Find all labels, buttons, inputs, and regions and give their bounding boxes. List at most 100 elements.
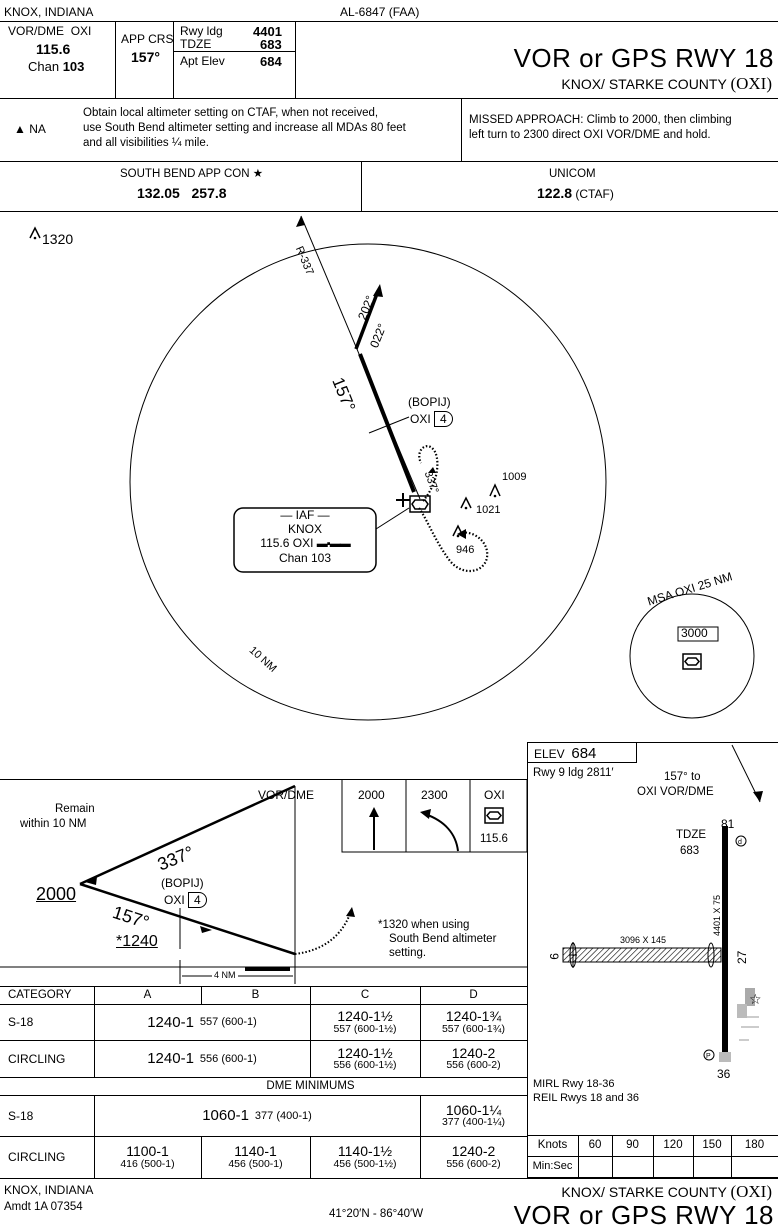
unicom-label: UNICOM xyxy=(549,168,596,180)
min-h2 xyxy=(0,1040,527,1041)
range-ring xyxy=(129,243,607,721)
knots-v5 xyxy=(731,1135,732,1178)
building-2 xyxy=(737,1004,747,1018)
footer-location: KNOX, INDIANA xyxy=(4,1183,94,1197)
category-header: CATEGORY xyxy=(8,989,72,1001)
building-1 xyxy=(745,988,755,1006)
nav-divider-2 xyxy=(173,21,174,98)
footer-coords: 41°20′N - 86°40′W xyxy=(329,1208,424,1220)
min-h3b xyxy=(94,1095,527,1096)
elev-label: ELEV 684 xyxy=(534,745,597,762)
apron-lines xyxy=(737,1016,759,1041)
profile-vordme: VOR/DME xyxy=(258,788,315,802)
missed-alt-2000: 2000 xyxy=(358,788,385,802)
s18-label: S-18 xyxy=(8,1015,34,1029)
vordme-label: VOR/DME OXI xyxy=(8,24,92,38)
rwy-9-dims: 3096 X 145 xyxy=(620,935,667,945)
rwy-ldg-label: Rwy ldg xyxy=(180,24,223,38)
footer-amendment: Amdt 1A 07354 xyxy=(4,1201,83,1213)
wind-cone-icon xyxy=(735,835,747,847)
min-v3a xyxy=(310,986,311,1077)
tdze-diag-value: 683 xyxy=(680,845,700,857)
comms-divider xyxy=(361,161,362,211)
hold-pattern xyxy=(418,445,439,502)
missed-alt-2300: 2300 xyxy=(421,788,448,802)
msa-value: 3000 xyxy=(681,626,708,640)
unicom-freq: 122.8 (CTAF) xyxy=(537,185,614,201)
header-divider xyxy=(0,21,778,22)
profile-view xyxy=(0,779,527,984)
profile-distance: 4 NM xyxy=(212,970,238,980)
vordme-freq: 115.6 xyxy=(36,41,71,57)
pcl-icon xyxy=(703,1049,715,1061)
fix-name: (BOPIJ) xyxy=(408,395,451,409)
chart-id: AL-6847 (FAA) xyxy=(340,5,420,19)
min-v2b xyxy=(201,1136,202,1178)
plan-top-border xyxy=(0,211,778,212)
dist-bar xyxy=(245,967,290,971)
profile-fix-name: (BOPIJ) xyxy=(161,876,204,890)
altimeter-note: Obtain local altimeter setting on CTAF, … xyxy=(83,107,406,149)
app-crs-label: APP CRS xyxy=(121,32,174,46)
min-v4b xyxy=(420,1095,421,1178)
dme-circling-label: CIRCLING xyxy=(8,1150,66,1164)
min-h4 xyxy=(0,1136,527,1137)
obstacle-1320: 1320 xyxy=(42,231,74,247)
min-v1b xyxy=(94,1095,95,1178)
elev-divider xyxy=(527,762,637,763)
na-notice: ▲ NA xyxy=(14,122,46,136)
airport-diagram xyxy=(527,742,778,1178)
knots-v4 xyxy=(693,1135,694,1178)
min-h0 xyxy=(0,986,527,987)
cat-c-header: C xyxy=(360,988,370,1001)
missed-vor-icon xyxy=(484,807,504,824)
tdze-diag-label: TDZE xyxy=(676,829,707,841)
minsec-label: Min:Sec xyxy=(532,1160,573,1173)
lighting-note: MIRL Rwy 18-36 REIL Rwys 18 and 36 xyxy=(533,1078,639,1104)
msa-circle xyxy=(629,593,755,719)
profile-mda: *1240 xyxy=(116,933,158,950)
morse-icon: ▬▪▬▬ xyxy=(316,538,351,550)
speed-60: 60 xyxy=(588,1139,602,1152)
rwy-27-label: 27 xyxy=(735,950,749,964)
obstacle-icon-1009 xyxy=(489,483,501,498)
min-h3c xyxy=(0,1095,94,1096)
msa-box xyxy=(677,626,719,642)
obstacle-icon-1021 xyxy=(460,496,472,510)
rwy-9-label: 9 xyxy=(547,953,561,960)
knots-v1 xyxy=(578,1135,579,1178)
fix-id: OXI 4 xyxy=(410,411,453,427)
nav-divider-1 xyxy=(115,21,116,98)
rwy-18-dims: 4401 X 75 xyxy=(712,894,722,936)
feeder-arrow-icon xyxy=(373,284,383,297)
cat-a-header: A xyxy=(143,988,152,1001)
course-note-2: OXI VOR/DME xyxy=(637,786,714,798)
footer-airport: KNOX/ STARKE COUNTY (OXI) xyxy=(561,1182,772,1201)
missed-arrow-icon xyxy=(346,907,355,917)
procedure-turn xyxy=(418,507,489,572)
app-crs-value: 157° xyxy=(131,49,160,65)
outbound-arrow-icon xyxy=(85,877,97,885)
runway-18-36 xyxy=(722,826,728,1062)
missed-approach-note: MISSED APPROACH: Climb to 2000, then cli… xyxy=(469,114,732,141)
iaf-box xyxy=(233,507,377,573)
speed-150: 150 xyxy=(702,1139,722,1152)
cat-b-header: B xyxy=(251,988,260,1001)
missed-path xyxy=(294,913,351,955)
profile-fix-id: OXI 4 xyxy=(164,892,207,908)
min-v1a xyxy=(94,986,95,1077)
tdze-value: 683 xyxy=(260,37,282,52)
threshold-ellipse-27 xyxy=(707,942,715,968)
iaf-leader xyxy=(375,507,410,530)
building-3 xyxy=(719,1052,731,1062)
header-location: KNOX, INDIANA xyxy=(4,5,94,19)
knots-v3 xyxy=(653,1135,654,1178)
app-con-freqs: 132.05 257.8 xyxy=(137,185,227,201)
apt-elev-label: Apt Elev xyxy=(180,54,225,68)
